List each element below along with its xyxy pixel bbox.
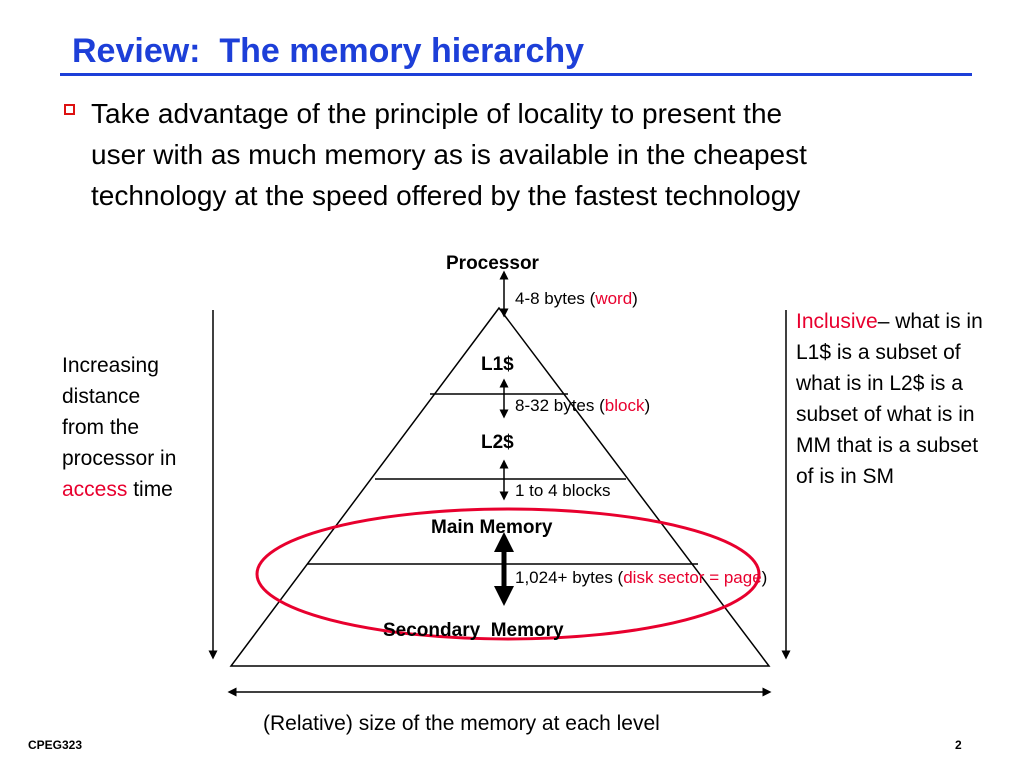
level-secondary-memory-label: Secondary Memory (383, 620, 564, 641)
bullet-text: Take advantage of the principle of local… (91, 98, 807, 211)
level-l1-label: L1$ (481, 354, 514, 375)
square-bullet-icon (64, 104, 75, 115)
distance-note: Increasing distance from the processor i… (62, 354, 177, 501)
pyramid-outline (229, 306, 771, 667)
inclusive-note: Inclusive– what is in L1$ is a subset of… (796, 310, 983, 488)
highlight-ellipse (255, 507, 761, 641)
footer-course: CPEG323 (28, 738, 83, 752)
title-underline (60, 73, 972, 76)
transfer-label-blocks: 1 to 4 blocks (515, 481, 611, 500)
size-caption: (Relative) size of the memory at each le… (263, 712, 660, 735)
transfer-label-page: 1,024+ bytes (disk sector = page) (515, 568, 768, 587)
footer-page-number: 2 (955, 738, 962, 752)
transfer-label-block: 8-32 bytes (block) (515, 396, 651, 415)
level-l2-label: L2$ (481, 432, 514, 453)
level-main-memory-label: Main Memory (431, 517, 553, 538)
transfer-label-word: 4-8 bytes (word) (515, 289, 638, 308)
processor-label: Processor (446, 253, 539, 274)
slide-title: Review: The memory hierarchy (72, 32, 585, 70)
